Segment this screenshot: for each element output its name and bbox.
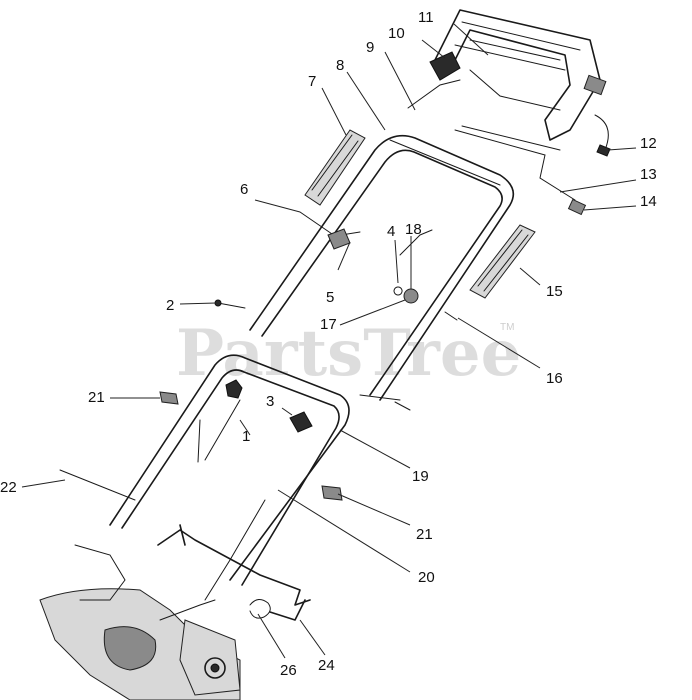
lower-handle-tube bbox=[109, 354, 350, 586]
bracket-7 bbox=[304, 129, 366, 206]
callout-10: 10 bbox=[388, 25, 405, 42]
callout-24: 24 bbox=[318, 657, 335, 674]
partstree-watermark: PartsTree bbox=[176, 316, 521, 391]
switch-box-10 bbox=[429, 51, 461, 81]
cable-assembly bbox=[454, 125, 587, 216]
callout-9: 9 bbox=[366, 39, 374, 56]
callout-2: 2 bbox=[166, 297, 174, 314]
callout-19: 19 bbox=[412, 468, 429, 485]
callout-17: 17 bbox=[320, 316, 337, 333]
callout-7: 7 bbox=[308, 73, 316, 90]
callout-11: 11 bbox=[418, 9, 434, 26]
callout-8: 8 bbox=[336, 57, 344, 74]
callout-14: 14 bbox=[640, 193, 657, 210]
leader-lines bbox=[21, 23, 637, 659]
callout-20: 20 bbox=[418, 569, 435, 586]
callout-12: 12 bbox=[640, 135, 657, 152]
mower-deck bbox=[39, 544, 241, 700]
callout-15: 15 bbox=[546, 283, 563, 300]
callout-1: 1 bbox=[242, 428, 250, 445]
callout-labels: 11 10 9 8 7 12 13 14 6 2 5 4 18 17 15 16… bbox=[0, 9, 657, 679]
callout-6: 6 bbox=[240, 181, 248, 198]
bracket-15 bbox=[469, 224, 536, 299]
callout-13: 13 bbox=[640, 166, 657, 183]
callout-16: 16 bbox=[546, 370, 563, 387]
upper-control-handle bbox=[429, 9, 611, 157]
bail-assembly bbox=[157, 524, 311, 621]
lower-cables bbox=[59, 419, 266, 601]
callout-21-left: 21 bbox=[88, 389, 105, 406]
callout-22: 22 bbox=[0, 479, 17, 496]
callout-4: 4 bbox=[387, 223, 395, 240]
callout-3: 3 bbox=[266, 393, 274, 410]
hardware bbox=[159, 79, 461, 501]
upper-handle-tube bbox=[249, 134, 515, 401]
watermark-trademark: TM bbox=[500, 322, 514, 333]
callout-21-right: 21 bbox=[416, 526, 433, 543]
callout-26: 26 bbox=[280, 662, 297, 679]
callout-18: 18 bbox=[405, 221, 422, 238]
callout-5: 5 bbox=[326, 289, 334, 306]
